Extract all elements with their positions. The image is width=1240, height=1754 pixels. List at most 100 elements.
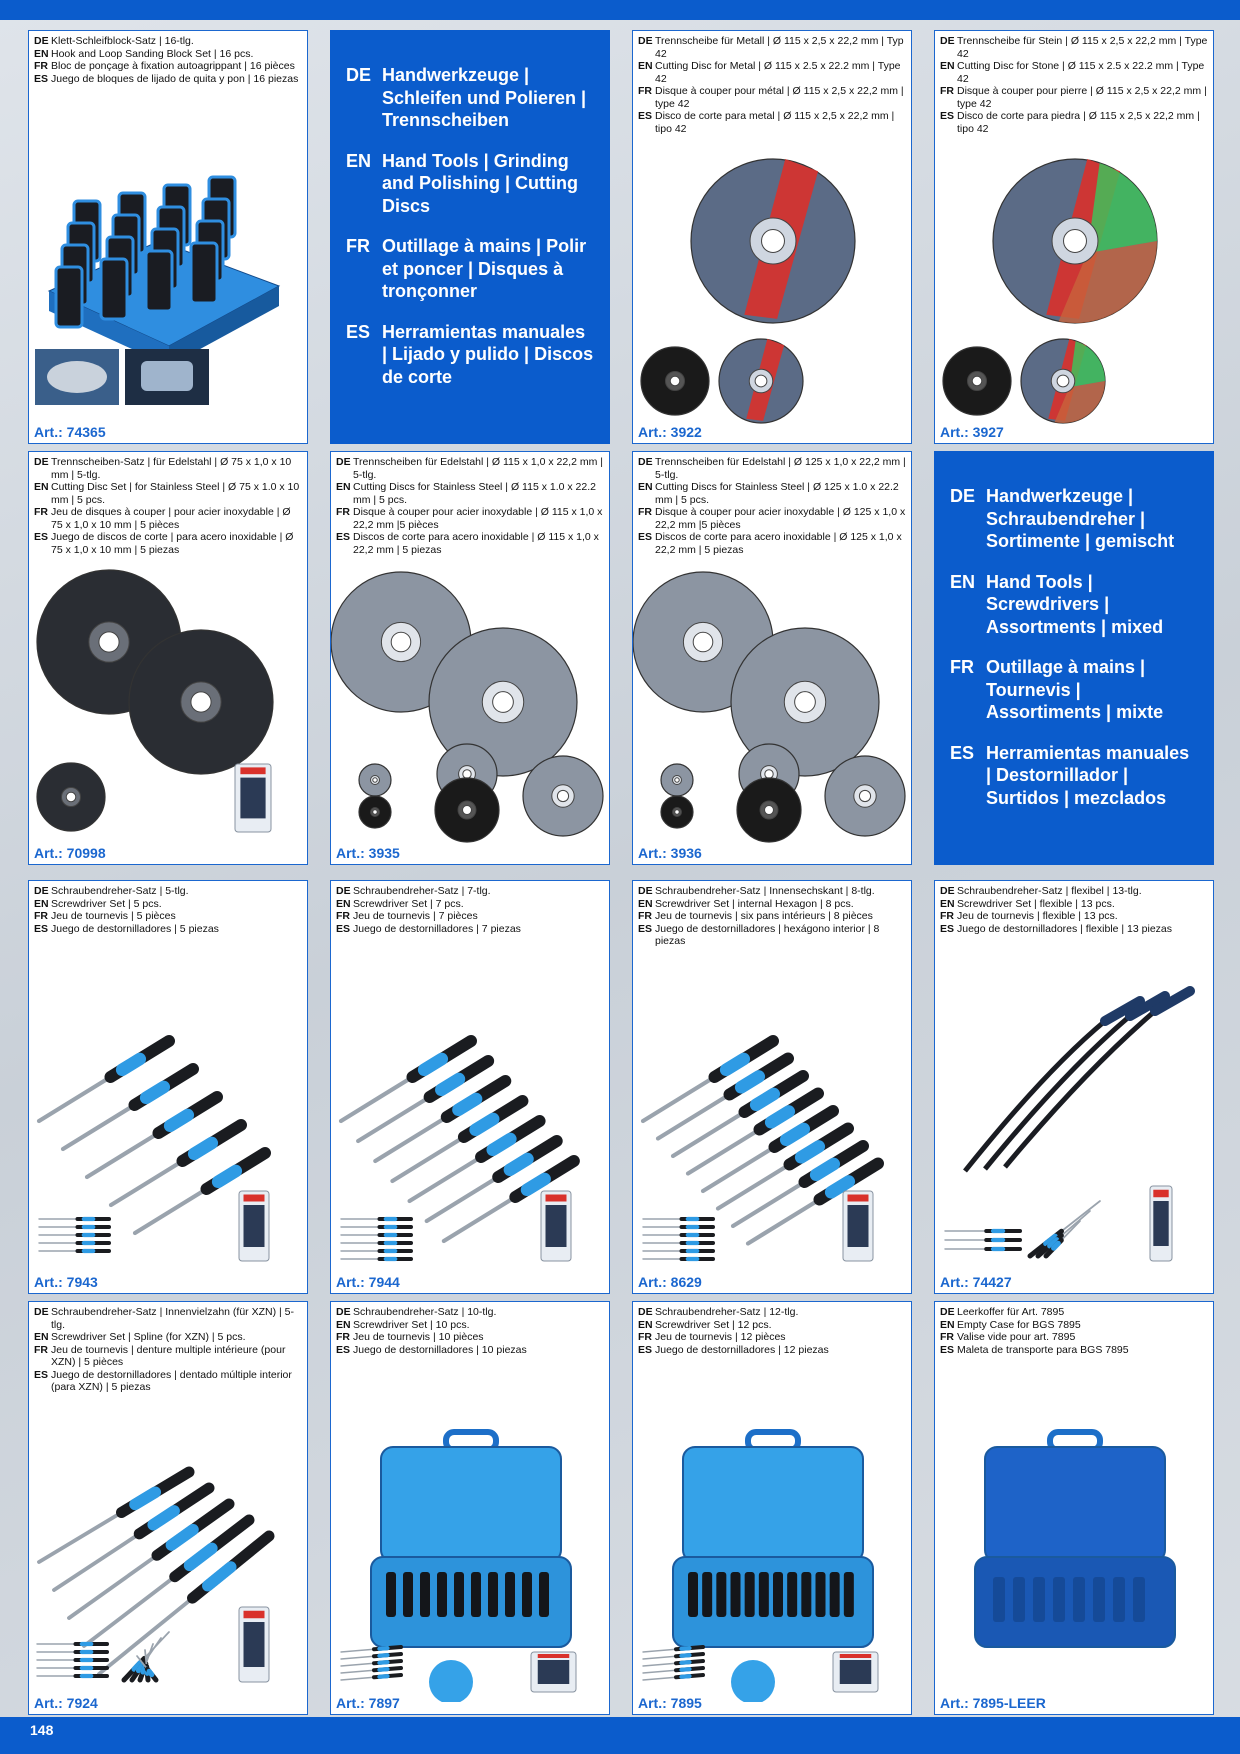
- description-text: Jeu de tournevis | flexible | 13 pcs.: [957, 910, 1118, 922]
- description-text: Trennscheibe für Stein | Ø 115 x 2,5 x 2…: [957, 35, 1208, 60]
- screwdriver-icon: [655, 1052, 794, 1141]
- article-number: Art.: 7895: [638, 1695, 702, 1711]
- language-code: DE: [638, 35, 653, 47]
- category-title: Hand Tools | Screwdrivers | Assortments …: [986, 571, 1164, 637]
- language-code: ES: [940, 110, 955, 122]
- language-code: DE: [940, 35, 955, 47]
- screwdriver-icon: [1043, 1220, 1081, 1259]
- description-text: Schraubendreher-Satz | Innenvielzahn (fü…: [51, 1306, 294, 1331]
- product-image: [331, 571, 604, 843]
- screwdriver-icon: [715, 1122, 854, 1211]
- article-code: 7895-LEER: [972, 1695, 1046, 1711]
- article-code: 7895: [670, 1695, 702, 1711]
- screwdriver-icon: [136, 1655, 159, 1683]
- page-number: 148: [30, 1722, 54, 1738]
- language-code: EN: [336, 897, 351, 910]
- language-code: EN: [950, 571, 976, 592]
- screwdriver-icon: [745, 1157, 884, 1246]
- language-code: DE: [940, 1306, 955, 1318]
- description-text: Disco de corte para metal | Ø 115 x 2,5 …: [655, 110, 895, 135]
- description-text: Trennscheibe für Metall | Ø 115 x 2,5 x …: [655, 35, 904, 60]
- screwdriver-icon: [642, 1673, 705, 1681]
- cutting-disc-icon: [718, 338, 804, 424]
- cutting-disc-icon: [942, 346, 1012, 416]
- description-text: Disque à couper pour pierre | Ø 115 x 2,…: [957, 85, 1207, 110]
- language-code: ES: [638, 1343, 653, 1356]
- cutting-disc-icon: [36, 762, 106, 832]
- article-prefix: Art.:: [940, 424, 973, 440]
- language-code: DE: [336, 1306, 351, 1318]
- description-text: Schraubendreher-Satz | 5-tlg.: [51, 885, 189, 897]
- language-code: DE: [336, 456, 351, 468]
- description-text: Cutting Disc for Metal | Ø 115 x 2.5 x 2…: [655, 60, 901, 85]
- description-text: Disque à couper pour acier inoxydable | …: [655, 506, 906, 531]
- language-code: EN: [336, 1318, 351, 1331]
- description-text: Schraubendreher-Satz | 7-tlg.: [353, 885, 491, 897]
- product-image: [633, 571, 906, 843]
- article-number: Art.: 7895-LEER: [940, 1695, 1046, 1711]
- description-text: Schraubendreher-Satz | Innensechskant | …: [655, 885, 875, 897]
- language-code: DE: [336, 885, 351, 897]
- usage-photo-icon: [35, 349, 119, 405]
- language-code: FR: [34, 60, 48, 72]
- article-prefix: Art.:: [638, 1695, 671, 1711]
- article-prefix: Art.:: [336, 1695, 369, 1711]
- article-number: Art.: 74365: [34, 424, 106, 440]
- language-code: ES: [34, 922, 49, 935]
- language-code: FR: [638, 85, 652, 97]
- screwdriver-icon: [356, 1055, 495, 1144]
- article-prefix: Art.:: [638, 845, 671, 861]
- screwdriver-icon: [642, 1652, 705, 1660]
- screwdriver-icon: [340, 1645, 403, 1653]
- carry-case-icon: [370, 1429, 572, 1648]
- screwdriver-icon: [37, 1466, 195, 1564]
- category-title: Herramientas manuales | Lijado y pulido …: [382, 321, 594, 387]
- language-code: FR: [940, 1331, 954, 1343]
- language-code: EN: [34, 1331, 49, 1343]
- screwdriver-icon: [373, 1075, 512, 1164]
- description-text: Screwdriver Set | 10 pcs.: [353, 1318, 470, 1331]
- product-image: [944, 986, 1195, 1262]
- cutting-disc-icon: [730, 627, 880, 777]
- language-code: ES: [34, 1368, 49, 1381]
- article-code: 3936: [670, 845, 702, 861]
- category-title: Outillage à mains | Polir et poncer | Di…: [382, 236, 587, 301]
- language-code: ES: [638, 110, 653, 122]
